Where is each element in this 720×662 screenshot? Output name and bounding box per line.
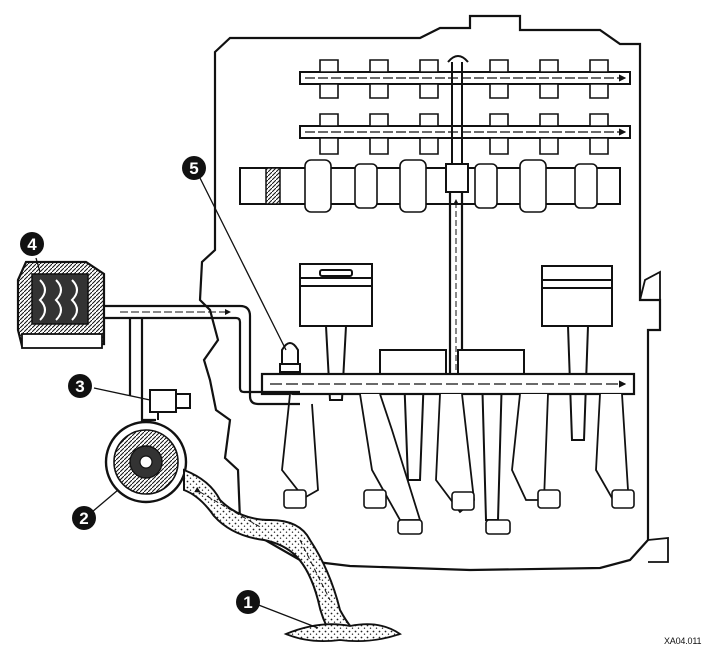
oil-pressure-sender [279,342,301,373]
callout-label-2: 2 [79,509,88,528]
crankshaft [260,372,636,535]
pistons [299,263,613,375]
connecting-rods [324,325,590,521]
callout-marker-2: 2 [72,506,96,530]
pressure-relief-valve [149,389,191,420]
callout-leaders [35,177,319,629]
camshaft [239,159,621,213]
callout-marker-1: 1 [236,590,260,614]
rocker-assembly [299,55,631,170]
callout-marker-4: 4 [20,232,44,256]
callout-marker-3: 3 [68,374,92,398]
callout-label-4: 4 [27,235,37,254]
figure-reference-code: XA04.011 [664,636,702,646]
oil-pump [104,420,188,504]
callout-label-5: 5 [189,159,198,178]
engine-block-outline [198,14,662,572]
engine-block-flange [639,270,669,563]
callout-marker-5: 5 [182,156,206,180]
oil-sump-pool [283,623,402,643]
oil-feed-pipes [104,304,300,422]
head-oil-riser [448,192,464,380]
callout-label-1: 1 [243,593,252,612]
callout-label-3: 3 [75,377,84,396]
oil-filter-housing [16,260,106,349]
